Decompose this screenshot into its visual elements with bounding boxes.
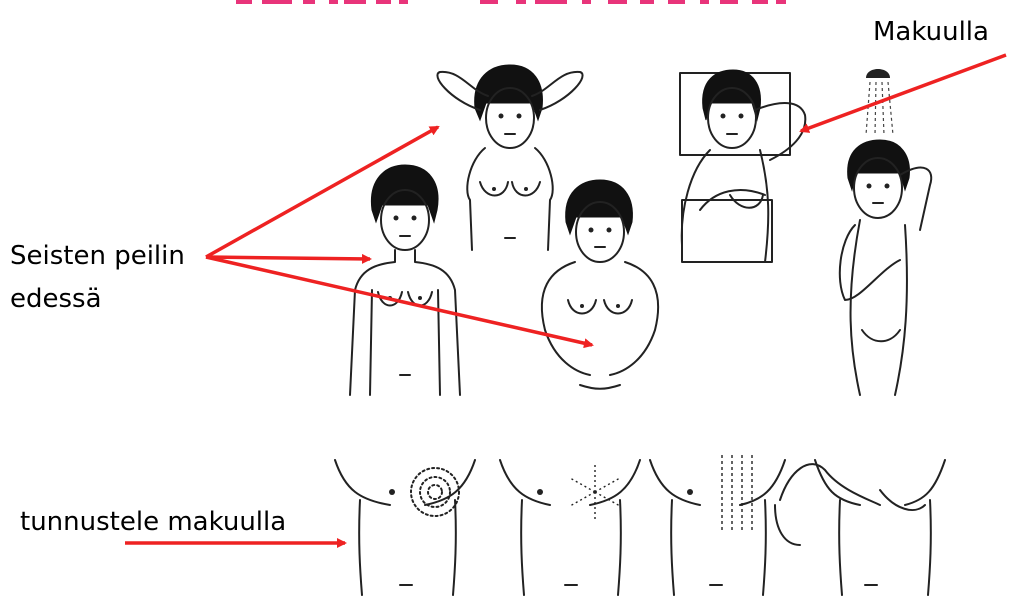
torso-circular-pattern bbox=[335, 460, 475, 595]
arrow-makuulla bbox=[801, 55, 1006, 131]
label-tunnustele-makuulla: tunnustele makuulla bbox=[20, 506, 286, 538]
arrow-seisten-to-hips bbox=[206, 257, 592, 345]
figure-in-shower bbox=[840, 69, 931, 395]
torso-radial-pattern bbox=[500, 460, 640, 595]
figure-standing-arms-down bbox=[350, 165, 460, 395]
label-edessa: edessä bbox=[10, 283, 102, 315]
figure-hands-on-hips bbox=[542, 180, 658, 389]
torso-vertical-strip-pattern bbox=[650, 455, 785, 595]
figure-arms-behind-head bbox=[437, 65, 582, 250]
label-makuulla: Makuulla bbox=[873, 16, 989, 48]
arrow-seisten-to-standing bbox=[206, 257, 370, 259]
figure-lying-framed bbox=[680, 70, 805, 262]
torso-hand-exam bbox=[775, 460, 945, 595]
label-seisten-peilin: Seisten peilin bbox=[10, 240, 185, 272]
